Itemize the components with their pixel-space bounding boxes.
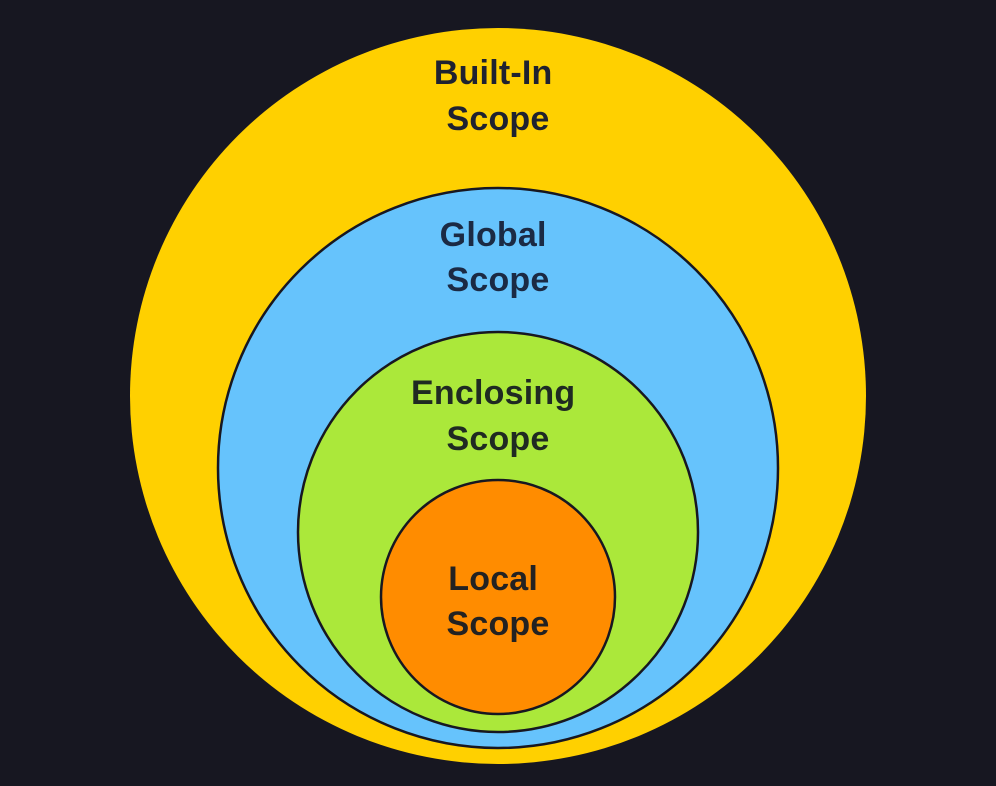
local-scope-label-line1: Local: [448, 560, 538, 598]
global-scope-label-line2: Scope: [446, 261, 549, 299]
global-scope-label-line1: Global: [440, 216, 547, 254]
local-scope-label: Local Scope: [446, 560, 549, 643]
enclosing-scope-label: Enclosing Scope: [411, 374, 585, 458]
local-scope: Local Scope: [379, 478, 617, 716]
local-scope-circle: [379, 478, 617, 716]
builtin-scope-label: Built-In Scope: [434, 54, 562, 138]
enclosing-scope-label-line1: Enclosing: [411, 374, 575, 412]
builtin-scope-label-line2: Scope: [446, 100, 549, 138]
builtin-scope-label-line1: Built-In: [434, 54, 553, 92]
enclosing-scope-label-line2: Scope: [446, 420, 549, 458]
global-scope-label: Global Scope: [440, 216, 557, 299]
local-scope-label-line2: Scope: [446, 605, 549, 643]
